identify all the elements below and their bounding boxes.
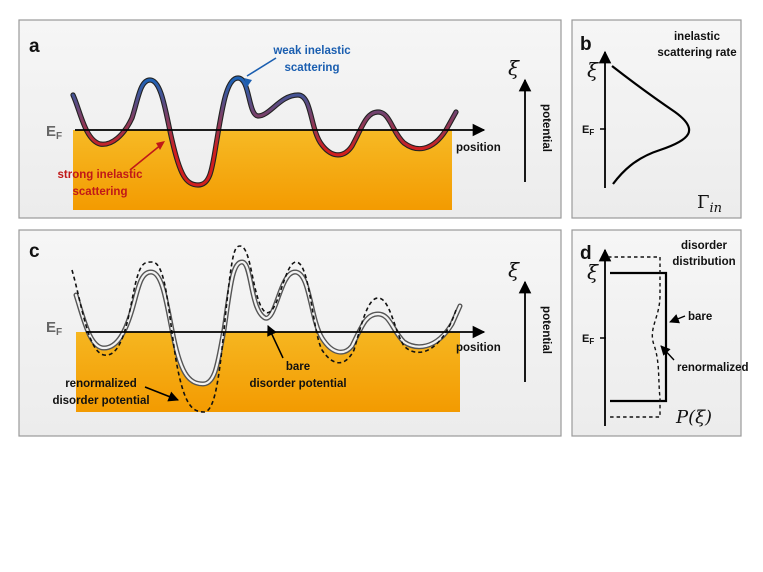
panel-b-rate-curve — [611, 65, 691, 185]
panel-c-xi: ξ — [508, 258, 520, 282]
panel-a-strong-label-2: scattering — [73, 186, 128, 198]
panel-d-letter: d — [580, 243, 592, 264]
panel-c-bare-label-1: bare — [286, 361, 310, 373]
panel-a-potential-color — [71, 76, 458, 187]
panel-a-strong-label-1: strong inelastic — [58, 169, 144, 181]
panel-a: a EF position ξ potential weak inelastic… — [18, 19, 562, 219]
panel-c-renorm-label-2: disorder potential — [52, 395, 149, 407]
panel-d-formula: P(ξ) — [675, 407, 712, 428]
panel-a-fermi-label: EF — [46, 123, 62, 142]
panel-d-title-1: disorder — [681, 240, 728, 252]
panel-d-renorm-label: renormalized — [677, 362, 749, 374]
panel-a-strong-arrow — [129, 143, 163, 171]
panel-b-fermi-label: EF — [582, 124, 594, 137]
panel-a-position-label: position — [456, 142, 501, 154]
panel-a-xi: ξ — [508, 56, 520, 80]
panel-b-title-1: inelastic — [674, 31, 721, 43]
panel-a-weak-arrowhead — [244, 78, 252, 87]
panel-d-bare-label: bare — [688, 311, 712, 323]
panel-a-strong-arrowhead — [156, 141, 165, 150]
panel-d-xi: ξ — [587, 260, 599, 284]
panel-c-bare-curve — [71, 245, 457, 413]
panel-d-bare-arrow — [669, 314, 686, 324]
panel-a-potential-label: potential — [540, 104, 552, 152]
panel-b-title-2: scattering rate — [657, 47, 736, 59]
panel-c: c EF position ξ potential bare disorder … — [18, 229, 562, 437]
panel-d-renorm-arrow — [660, 345, 675, 361]
panel-d: d disorder distribution ξ EF bare renorm… — [571, 229, 749, 437]
panel-b: b inelastic scattering rate ξ EF Γin — [571, 19, 742, 219]
panel-c-renorm-label-1: renormalized — [65, 378, 137, 390]
panel-c-potential-label: potential — [540, 306, 552, 354]
panel-c-letter: c — [29, 241, 40, 262]
panel-b-formula: Γin — [697, 192, 722, 216]
panel-a-weak-label-1: weak inelastic — [272, 45, 351, 57]
panel-c-position-label: position — [456, 342, 501, 354]
panel-a-weak-label-2: scattering — [285, 62, 340, 74]
panel-c-bare-label-2: disorder potential — [249, 378, 346, 390]
panel-c-renorm-arrow — [144, 386, 179, 402]
panel-a-letter: a — [29, 36, 40, 57]
panel-b-xi: ξ — [587, 58, 599, 82]
panel-c-bare-arrow — [267, 325, 284, 359]
panel-d-title-2: distribution — [672, 256, 735, 268]
panel-c-renormalized-inner — [74, 260, 462, 386]
panel-b-letter: b — [580, 34, 592, 55]
panel-d-bare-shape — [608, 256, 661, 418]
panel-d-renormalized-shape — [610, 271, 668, 403]
panel-d-fermi-label: EF — [582, 333, 594, 346]
panel-a-fill — [73, 130, 452, 210]
panel-a-weak-arrow — [246, 57, 277, 77]
panel-c-fermi-label: EF — [46, 319, 62, 338]
